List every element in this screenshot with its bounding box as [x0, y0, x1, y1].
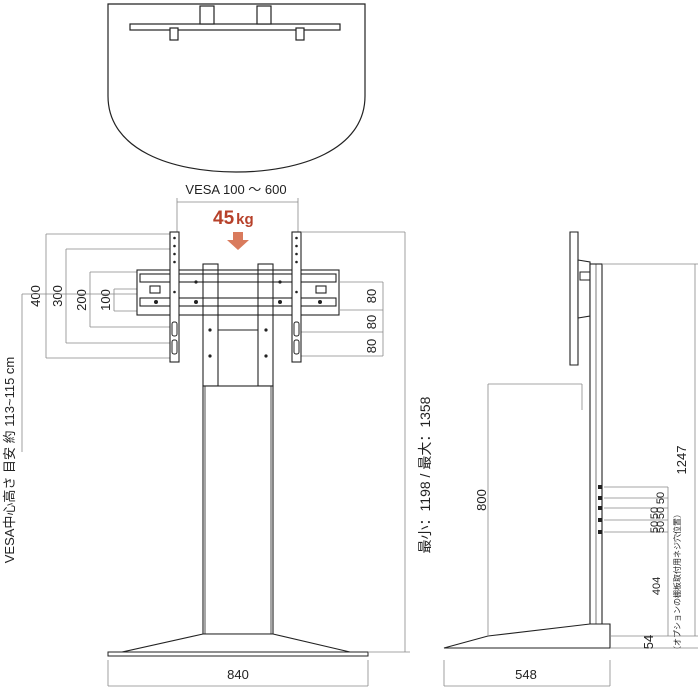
total-height-label: 最小：1198 / 最大：1358 [417, 396, 433, 553]
side-view: 1247 800 50 50 50 50 50 404 （オプションの棚板取付用… [443, 231, 698, 687]
side-50-e: 50 [649, 507, 661, 519]
spacing-80-a: 80 [364, 289, 379, 303]
spacing-80-c: 80 [364, 339, 379, 353]
side-50-c: 50 [655, 521, 667, 533]
front-width-label: 840 [227, 667, 249, 682]
side-800-label: 800 [474, 489, 489, 511]
side-50-d: 50 [649, 521, 661, 533]
vesa-range-label: VESA 100 ～ 600 [185, 182, 286, 197]
side-50-b: 50 [655, 507, 667, 519]
top-view [107, 3, 366, 173]
side-54-label: 54 [641, 635, 656, 649]
vesa-height-300: 300 [50, 285, 65, 307]
spacing-80-b: 80 [364, 315, 379, 329]
side-404-label: 404 [651, 577, 663, 595]
load-arrow-icon [227, 232, 249, 250]
side-depth-label: 548 [515, 667, 537, 682]
vesa-height-400: 400 [28, 285, 43, 307]
side-50-a: 50 [655, 492, 667, 504]
vesa-height-100: 100 [98, 289, 113, 311]
side-note-label: （オプションの棚板取付用ネジ穴位置） [672, 510, 682, 654]
side-height-label: 1247 [674, 446, 689, 475]
vesa-center-height-label: VESA中心高さ 目安 約 113~115 cm [2, 357, 17, 564]
vesa-height-200: 200 [74, 289, 89, 311]
